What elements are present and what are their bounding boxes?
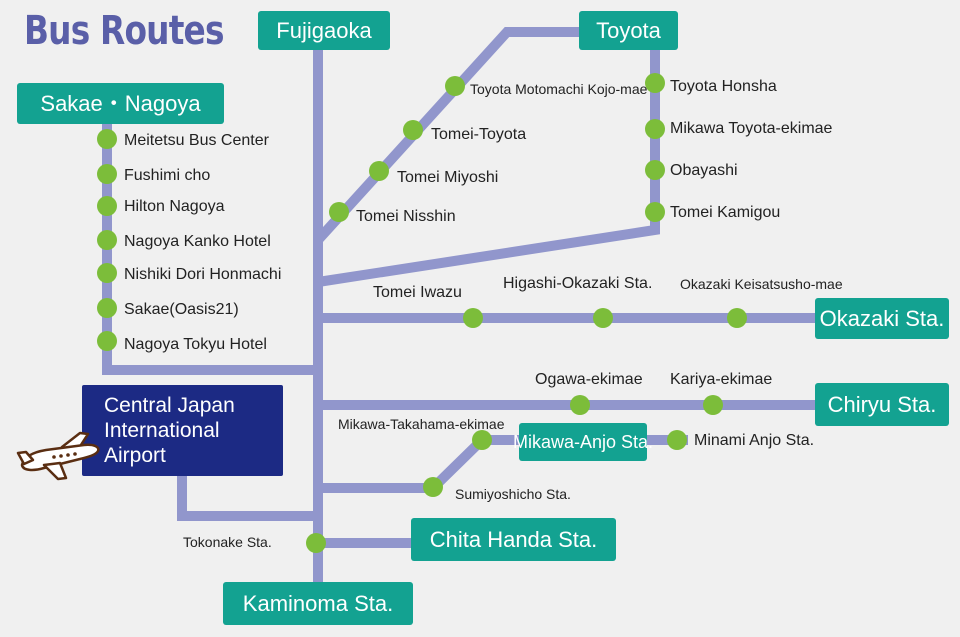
stop-label-hilton-nagoya: Hilton Nagoya xyxy=(124,198,225,215)
stop-minami-anjo xyxy=(667,430,687,450)
stop-label-minami-anjo: Minami Anjo Sta. xyxy=(694,432,815,449)
stop-sumiyoshicho xyxy=(423,477,443,497)
stop-label-fushimi-cho: Fushimi cho xyxy=(124,167,211,184)
terminal-chita-handa[interactable]: Chita Handa Sta. xyxy=(411,518,616,561)
stop-meitetsu-bus-center xyxy=(97,129,117,149)
airport-label-line-3: Airport xyxy=(104,444,166,467)
stop-tokonake xyxy=(306,533,326,553)
stop-ogawa-ekimae xyxy=(570,395,590,415)
stop-label-meitetsu-bus-center: Meitetsu Bus Center xyxy=(124,132,269,149)
stop-okazaki-keisatsusho-mae xyxy=(727,308,747,328)
stop-hilton-nagoya xyxy=(97,196,117,216)
stop-fushimi-cho xyxy=(97,164,117,184)
stop-label-nagoya-tokyu-hotel: Nagoya Tokyu Hotel xyxy=(124,336,267,353)
stop-label-sakae-oasis21: Sakae(Oasis21) xyxy=(124,301,239,318)
stop-toyota-motomachi xyxy=(445,76,465,96)
stop-label-tomei-iwazu: Tomei Iwazu xyxy=(373,284,462,301)
stop-higashi-okazaki xyxy=(593,308,613,328)
stop-tomei-iwazu xyxy=(463,308,483,328)
airport-label-line-2: International xyxy=(104,419,220,442)
terminal-okazaki[interactable]: Okazaki Sta. xyxy=(815,298,949,339)
stop-label-okazaki-keisatsusho-mae: Okazaki Keisatsusho-mae xyxy=(680,276,843,292)
stop-label-sumiyoshicho: Sumiyoshicho Sta. xyxy=(455,486,571,502)
stop-tomei-kamigou xyxy=(645,202,665,222)
terminal-mikawa-anjo[interactable]: Mikawa-Anjo Sta. xyxy=(513,423,653,461)
stop-tomei-miyoshi xyxy=(369,161,389,181)
terminal-chiryu[interactable]: Chiryu Sta. xyxy=(815,383,949,426)
terminal-sakae-nagoya[interactable]: Sakae・Nagoya xyxy=(17,83,224,124)
stop-label-kariya-ekimae: Kariya-ekimae xyxy=(670,371,773,388)
stop-label-toyota-honsha: Toyota Honsha xyxy=(670,78,777,95)
terminal-toyota[interactable]: Toyota xyxy=(579,11,678,50)
airport-label-line-1: Central Japan xyxy=(104,394,235,417)
terminal-kaminoma[interactable]: Kaminoma Sta. xyxy=(223,582,413,625)
stop-label-tomei-nisshin: Tomei Nisshin xyxy=(356,208,456,225)
stop-tomei-toyota xyxy=(403,120,423,140)
stop-label-nishiki-dori-honmachi: Nishiki Dori Honmachi xyxy=(124,266,282,283)
map-title: Bus Routes xyxy=(24,8,225,54)
stop-tomei-nisshin xyxy=(329,202,349,222)
stop-nishiki-dori-honmachi xyxy=(97,263,117,283)
stop-sakae-oasis21 xyxy=(97,298,117,318)
stop-obayashi xyxy=(645,160,665,180)
stop-label-mikawa-toyota-ekimae: Mikawa Toyota-ekimae xyxy=(670,120,833,137)
airport-terminal[interactable]: Central Japan International Airport xyxy=(82,385,283,476)
stop-nagoya-tokyu-hotel xyxy=(97,331,117,351)
route-line-toyota-east xyxy=(317,40,660,287)
route-line-airport xyxy=(177,470,318,521)
stop-label-ogawa-ekimae: Ogawa-ekimae xyxy=(535,371,643,388)
stop-label-tokonake: Tokonake Sta. xyxy=(183,534,272,550)
stop-label-nagoya-kanko-hotel: Nagoya Kanko Hotel xyxy=(124,233,271,250)
stop-label-mikawa-takahama: Mikawa-Takahama-ekimae xyxy=(338,416,505,432)
stop-mikawa-takahama xyxy=(472,430,492,450)
stop-label-tomei-miyoshi: Tomei Miyoshi xyxy=(397,169,499,186)
airplane-icon xyxy=(16,431,100,481)
stop-mikawa-toyota-ekimae xyxy=(645,119,665,139)
stop-label-tomei-toyota: Tomei-Toyota xyxy=(431,126,527,143)
stop-kariya-ekimae xyxy=(703,395,723,415)
stop-label-tomei-kamigou: Tomei Kamigou xyxy=(670,204,781,221)
terminal-fujigaoka[interactable]: Fujigaoka xyxy=(258,11,390,50)
stop-nagoya-kanko-hotel xyxy=(97,230,117,250)
stop-label-toyota-motomachi: Toyota Motomachi Kojo-mae xyxy=(470,81,648,97)
stop-label-higashi-okazaki: Higashi-Okazaki Sta. xyxy=(503,275,653,292)
stop-label-obayashi: Obayashi xyxy=(670,162,738,179)
stop-toyota-honsha xyxy=(645,73,665,93)
